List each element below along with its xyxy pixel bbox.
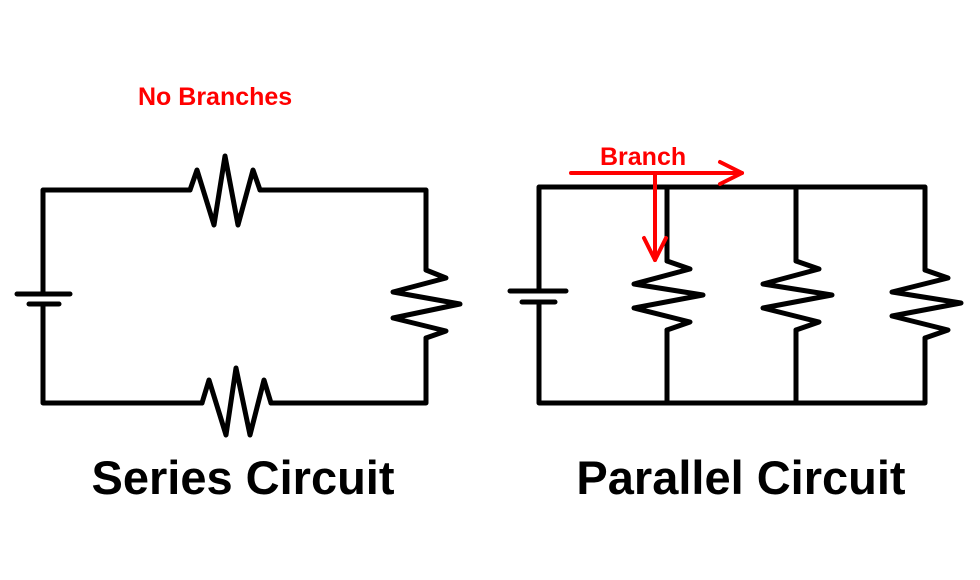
branch-arrow-right [569, 160, 744, 186]
parallel-wire-bottom [536, 299, 928, 406]
parallel-circuit-title: Parallel Circuit [576, 451, 905, 504]
series-circuit-title: Series Circuit [91, 451, 394, 504]
parallel-battery [507, 288, 569, 305]
branch-label: Branch [600, 143, 686, 171]
parallel-resistor-2 [760, 258, 835, 333]
series-resistor-right [390, 267, 463, 341]
branch-arrow-down [642, 173, 668, 262]
series-wire-top-right [257, 187, 429, 273]
parallel-wire-left-top [536, 184, 928, 294]
no-branches-label: No Branches [138, 83, 292, 111]
series-wire-bottom-left [40, 301, 205, 406]
parallel-resistor-3 [889, 267, 964, 341]
series-wire-left-top [40, 187, 193, 297]
parallel-circuit: Branch Parallel Circuit [507, 143, 964, 504]
series-battery [14, 291, 73, 307]
series-wire-right-bottom [268, 335, 429, 406]
series-resistor-bottom [199, 365, 274, 438]
parallel-resistor-1 [631, 258, 706, 333]
series-circuit: No Branches Series Circuit [14, 83, 463, 504]
series-resistor-top [187, 153, 263, 228]
